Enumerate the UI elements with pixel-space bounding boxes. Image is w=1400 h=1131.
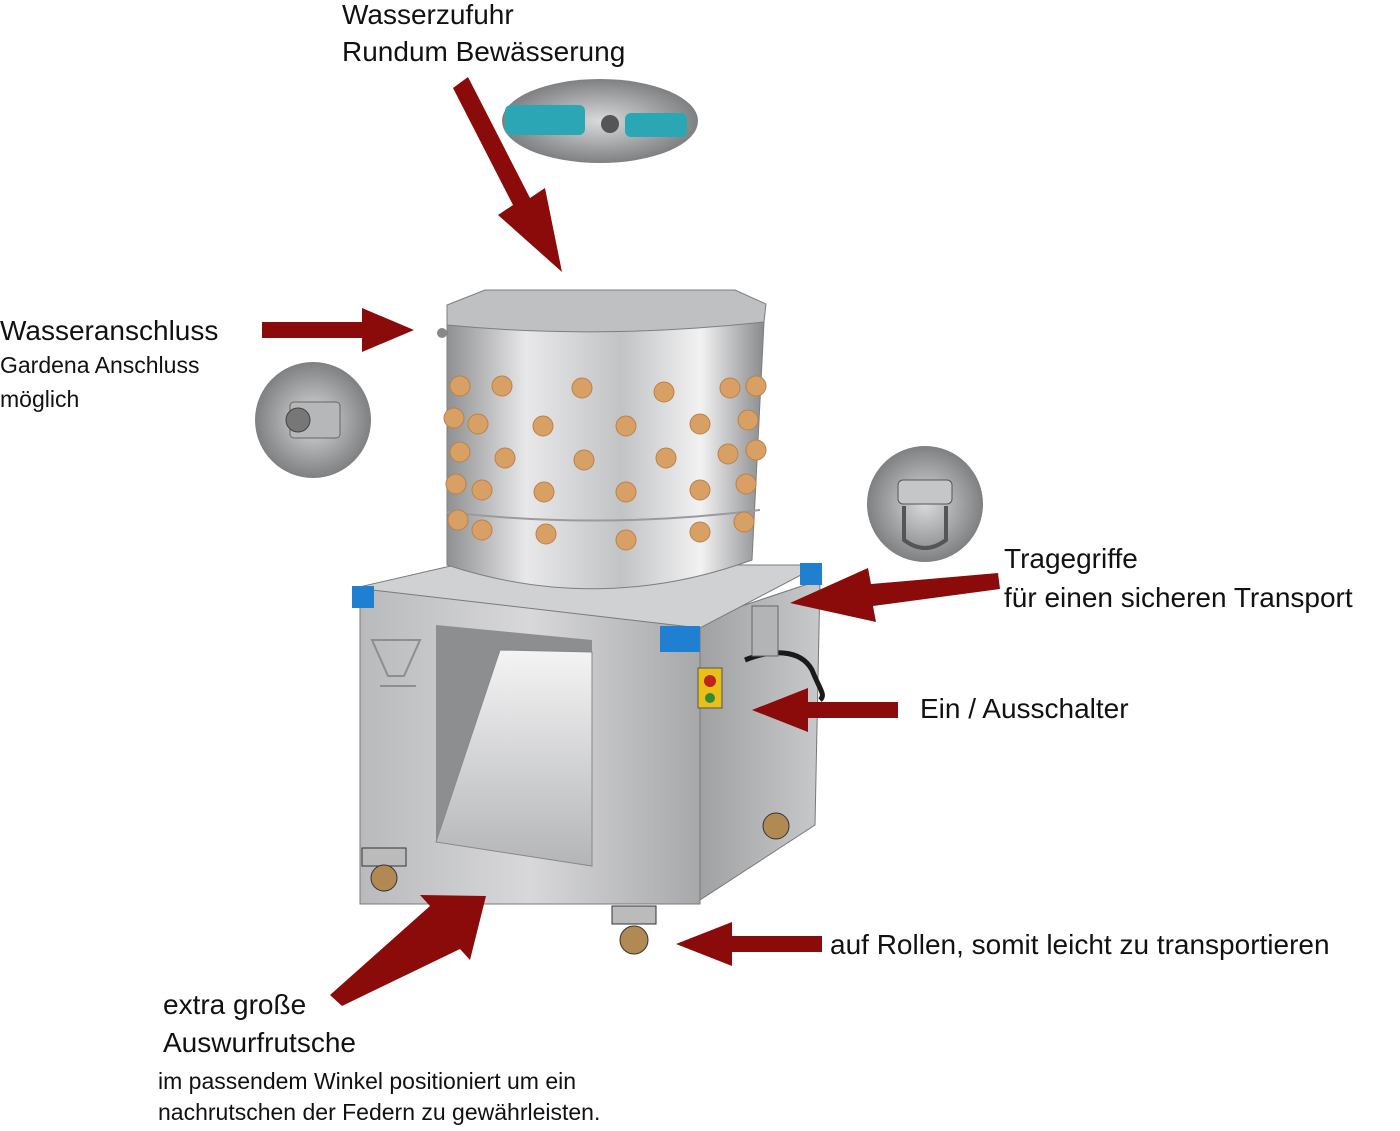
label-water-supply-title: Wasserzufuhr xyxy=(342,0,514,30)
plucker-drum xyxy=(446,321,765,590)
arrow-icon xyxy=(790,568,1000,622)
arrow-icon xyxy=(453,77,562,272)
rubber-fingers xyxy=(443,375,767,551)
corner-cap-left xyxy=(352,586,374,608)
label-switch: Ein / Ausschalter xyxy=(920,693,1129,724)
arrow-icon xyxy=(676,922,822,966)
label-chute-title2: Auswurfrutsche xyxy=(163,1027,356,1058)
corner-cap-back xyxy=(800,563,822,585)
plucker-machine xyxy=(352,289,825,955)
brand-logo xyxy=(370,639,422,687)
label-water-connection-sub1: Gardena Anschluss xyxy=(0,352,200,378)
ejection-chute xyxy=(435,649,593,867)
label-handles-sub: für einen sicheren Transport xyxy=(1004,582,1353,613)
power-switch-green xyxy=(705,693,715,703)
drum-lid xyxy=(446,289,767,333)
carry-handle xyxy=(751,605,779,657)
hose-connector-detail xyxy=(255,362,371,478)
corner-cap-right xyxy=(660,626,700,652)
label-water-connection-title: Wasseranschluss xyxy=(0,315,219,346)
label-handles-title: Tragegriffe xyxy=(1004,543,1138,574)
label-water-supply-sub: Rundum Bewässerung xyxy=(342,36,626,67)
wheels xyxy=(361,812,790,955)
label-chute-title1: extra große xyxy=(163,989,307,1020)
label-wheels: auf Rollen, somit leicht zu transportier… xyxy=(830,929,1330,960)
label-water-connection-sub2: möglich xyxy=(0,386,80,412)
label-chute-sub1: im passendem Winkel positioniert um ein xyxy=(158,1068,577,1094)
handle-detail xyxy=(867,446,983,562)
power-switch-red xyxy=(704,675,716,687)
arrows xyxy=(262,77,1000,1006)
label-chute-sub2: nachrutschen der Federn zu gewährleisten… xyxy=(158,1099,601,1125)
water-inlet-detail xyxy=(502,79,698,163)
water-inlet-port xyxy=(437,328,447,338)
arrow-icon xyxy=(330,895,486,1006)
arrow-icon xyxy=(752,688,898,732)
arrow-icon xyxy=(262,308,414,352)
